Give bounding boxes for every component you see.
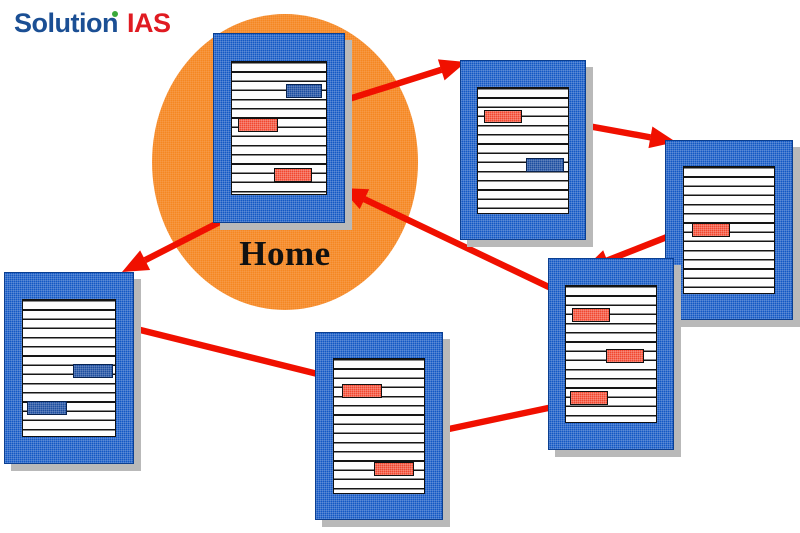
document-page-page-far-right[interactable]: [665, 140, 800, 327]
home-label: Home: [239, 234, 331, 273]
logo-word-ias: IAS: [126, 8, 171, 38]
hyperlink-unvisited-1[interactable]: [484, 110, 522, 123]
hyperlink-unvisited-2[interactable]: [238, 118, 278, 132]
page-text-lines: [478, 88, 568, 213]
page-sheet: [565, 285, 657, 423]
hyperlink-unvisited-2[interactable]: [606, 349, 644, 363]
document-page-page-center-right[interactable]: [548, 258, 681, 457]
document-page-page-top-right[interactable]: [460, 60, 593, 247]
hyperlink-unvisited-3[interactable]: [570, 391, 608, 405]
document-page-page-left[interactable]: [4, 272, 141, 471]
hyperlink-visited-1[interactable]: [73, 364, 113, 378]
page-sheet: [333, 358, 425, 494]
hyperlink-unvisited-3[interactable]: [274, 168, 312, 182]
page-sheet: [231, 61, 327, 195]
hyperlink-visited-2[interactable]: [27, 401, 67, 415]
hyperlink-visited-1[interactable]: [286, 84, 322, 98]
hyperlink-unvisited-1[interactable]: [572, 308, 610, 322]
page-sheet: [22, 299, 116, 437]
home-highlight-ellipse: [152, 14, 418, 310]
document-page-home[interactable]: [213, 33, 352, 230]
page-sheet: [683, 166, 775, 294]
hyperlink-unvisited-1[interactable]: [692, 223, 730, 237]
logo-green-dot-icon: [112, 11, 118, 17]
hyperlink-visited-2[interactable]: [526, 158, 564, 172]
solution-ias-logo: Solution IAS: [14, 10, 171, 37]
hyperlink-unvisited-2[interactable]: [374, 462, 414, 476]
logo-word-solution: Solution: [14, 8, 118, 38]
document-page-page-bottom-center[interactable]: [315, 332, 450, 527]
hyperlink-unvisited-1[interactable]: [342, 384, 382, 398]
page-sheet: [477, 87, 569, 214]
